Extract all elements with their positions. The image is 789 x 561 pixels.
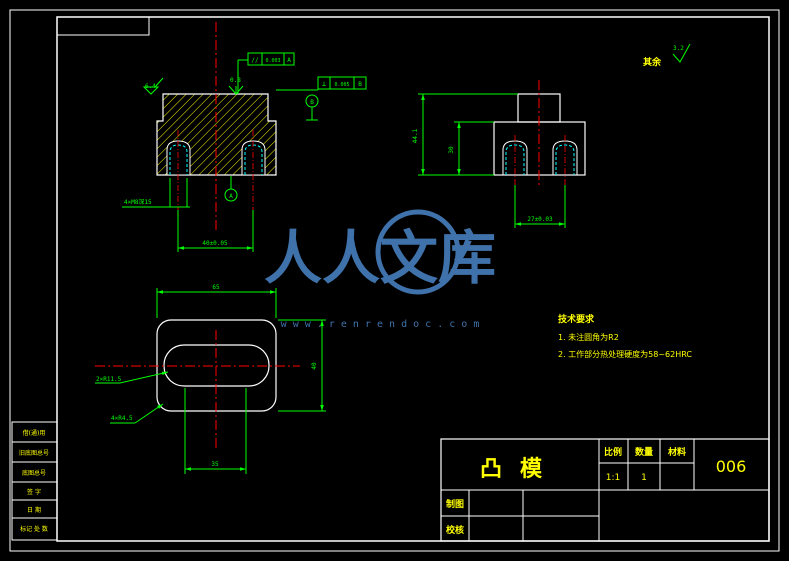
datum-b-symbol: B bbox=[305, 94, 319, 121]
fcf2-datum: B bbox=[358, 81, 362, 88]
feature-control-frame-perpendicular: ⊥ 0.005 B bbox=[276, 76, 367, 91]
left-revision-strip: 借(通)用 旧底图总号 底图总号 签 字 日 期 标记 处 数 bbox=[11, 421, 58, 541]
datum-a-label: A bbox=[229, 193, 233, 200]
plan-height-label: 40 bbox=[311, 362, 318, 370]
watermark-brand: 人人文库 bbox=[264, 224, 496, 292]
plan-slot-dim: 2×R11.5 bbox=[95, 371, 169, 384]
front-spacing-dim: 40±0.05 bbox=[177, 210, 254, 252]
tech-req-item-2: 2. 工作部分热处理硬度为58~62HRC bbox=[558, 349, 692, 359]
fcf2-symbol: ⊥ bbox=[322, 80, 326, 88]
side-total-height-label: 44.1 bbox=[412, 128, 419, 143]
side-view: 44.1 30 27±0.03 bbox=[412, 80, 586, 228]
strip-row-4: 签 字 bbox=[27, 488, 41, 496]
roughness-rest: 其余 3.2 bbox=[643, 43, 691, 68]
value-quantity: 1 bbox=[641, 473, 647, 483]
thread-hole-left bbox=[166, 140, 191, 176]
front-section-view: 4×M8深15 40±0.05 6.4 0.8 // 0.00 bbox=[122, 22, 367, 252]
strip-row-2: 旧底图总号 bbox=[19, 449, 49, 457]
title-block: 凸模 比例 数量 材料 1:1 1 006 制图 校核 bbox=[440, 438, 770, 542]
roughness-rest-value: 3.2 bbox=[673, 45, 684, 52]
fcf2-value: 0.005 bbox=[334, 82, 349, 88]
label-quantity: 数量 bbox=[635, 446, 653, 458]
plan-bottom-label: 35 bbox=[211, 461, 219, 468]
side-spacing-label: 27±0.03 bbox=[527, 216, 553, 223]
plan-width-label: 65 bbox=[212, 284, 220, 291]
datum-b-label: B bbox=[310, 99, 314, 106]
tech-req-heading: 技术要求 bbox=[558, 313, 595, 325]
feature-control-frame-parallel: // 0.003 A bbox=[237, 52, 295, 94]
technical-requirements: 技术要求 1. 未注圆角为R2 2. 工作部分热处理硬度为58~62HRC bbox=[558, 313, 692, 359]
plan-width-dim: 65 bbox=[156, 284, 277, 318]
watermark-url: w w w . r e n r e n d o c . c o m bbox=[281, 319, 480, 330]
front-thread-label: 4×M8深15 bbox=[124, 198, 152, 206]
roughness-top-value: 0.8 bbox=[230, 77, 241, 84]
strip-row-1: 借(通)用 bbox=[23, 429, 46, 437]
roughness-left-symbol: 6.4 bbox=[142, 77, 164, 95]
tech-req-item-1: 1. 未注圆角为R2 bbox=[558, 332, 619, 342]
value-scale: 1:1 bbox=[606, 473, 620, 483]
front-spacing-label: 40±0.05 bbox=[202, 240, 228, 247]
plan-corner-label: 4×R4.5 bbox=[111, 415, 133, 422]
strip-row-3: 底图总号 bbox=[22, 469, 46, 477]
datum-a-symbol: A bbox=[224, 176, 238, 202]
roughness-left-value: 6.4 bbox=[145, 83, 156, 90]
fcf1-value: 0.003 bbox=[265, 58, 280, 64]
strip-row-6: 标记 处 数 bbox=[20, 525, 48, 533]
side-height-label: 30 bbox=[448, 146, 455, 154]
drawing-frame bbox=[9, 9, 780, 552]
plan-view: 65 40 2×R11.5 4×R4.5 35 bbox=[95, 284, 326, 474]
drawing-number: 006 bbox=[716, 457, 747, 476]
fcf1-datum: A bbox=[287, 57, 291, 64]
roughness-rest-label: 其余 bbox=[643, 56, 662, 68]
plan-height-dim: 40 bbox=[278, 319, 326, 412]
plan-bottom-dim: 35 bbox=[184, 388, 247, 474]
plan-corner-dim: 4×R4.5 bbox=[110, 403, 164, 424]
front-thread-dim: 4×M8深15 bbox=[122, 178, 190, 208]
plan-slot-label: 2×R11.5 bbox=[96, 376, 122, 383]
label-material: 材料 bbox=[667, 446, 686, 458]
side-height-dim: 30 bbox=[448, 121, 494, 175]
part-name: 凸模 bbox=[480, 457, 560, 482]
watermark: 人人文库 w w w . r e n r e n d o c . c o m bbox=[264, 209, 496, 330]
strip-row-5: 日 期 bbox=[27, 506, 41, 514]
side-total-height-dim: 44.1 bbox=[412, 93, 518, 176]
label-checked: 校核 bbox=[446, 524, 464, 536]
side-spacing-dim: 27±0.03 bbox=[514, 185, 566, 228]
thread-hole-right bbox=[241, 140, 266, 176]
label-drawn: 制图 bbox=[446, 498, 464, 510]
fcf1-symbol: // bbox=[251, 57, 259, 64]
label-scale: 比例 bbox=[604, 446, 622, 458]
roughness-top-symbol: 0.8 bbox=[228, 77, 244, 95]
